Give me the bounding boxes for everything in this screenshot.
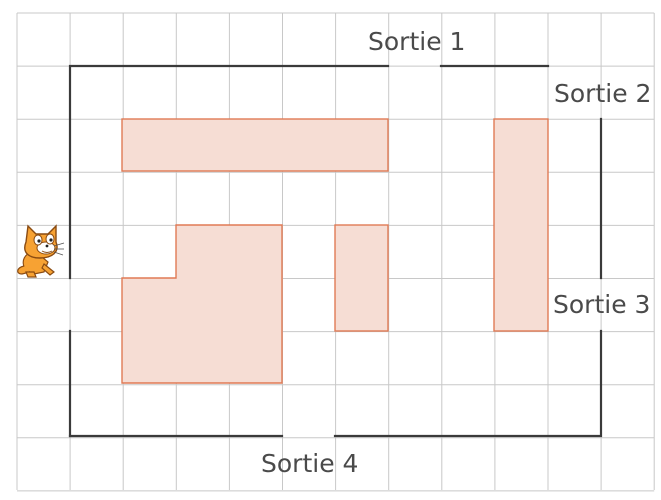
exit-label-2: Sortie 2 [554,79,652,108]
scratch-cat-icon [17,224,65,278]
exit-label-1: Sortie 1 [368,27,466,56]
wall-top-left [68,64,390,280]
obstacles [121,118,549,384]
obstacle-l-shape [121,224,283,384]
maze-walls [68,64,603,438]
obstacle-top-bar [121,118,389,172]
obstacle-middle-bar [334,224,389,332]
exit-label-4: Sortie 4 [261,449,359,478]
wall-bottom-right [333,329,603,438]
exit-label-3: Sortie 3 [553,290,651,319]
obstacle-right-bar [493,118,549,332]
